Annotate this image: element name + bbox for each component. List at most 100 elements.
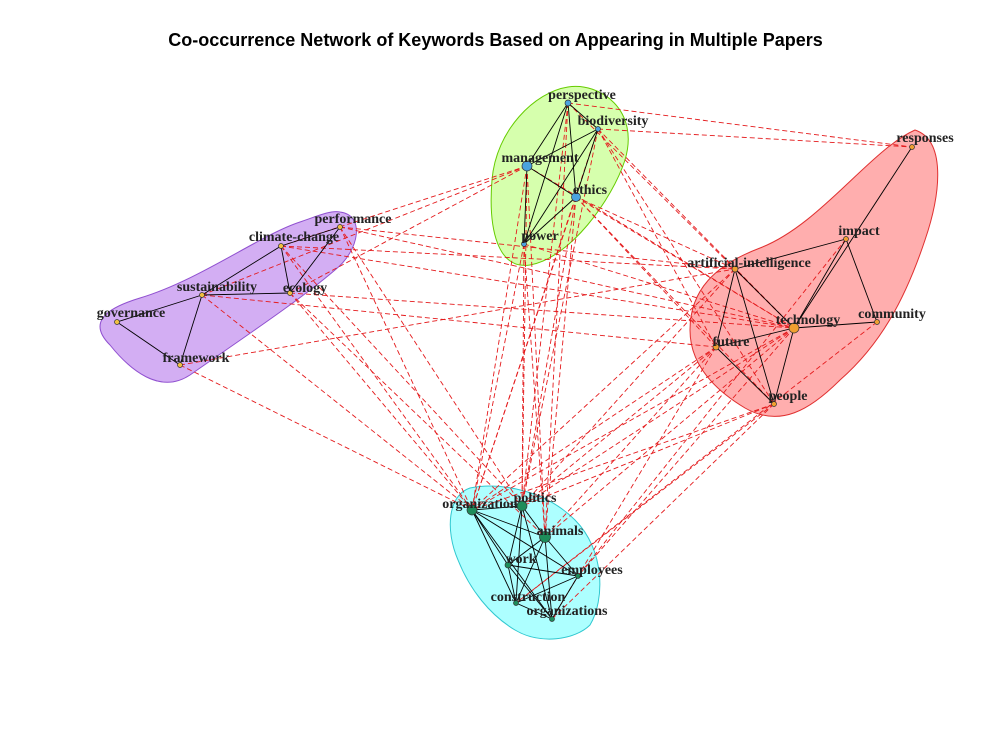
between-edge-ethics-animals [544,196,577,538]
within-edge-ethics-power [523,196,577,245]
between-edge-future-organization [471,346,717,511]
between-edge-management-climate-change [280,165,528,247]
cluster-hull-red [689,129,939,417]
node-artificial-intelligence [731,265,739,273]
node-sustainability [199,292,205,298]
within-edge-organization-work [471,509,509,566]
between-edge-biodiversity-politics [521,128,599,507]
node-management [521,160,533,172]
node-impact [843,236,849,242]
within-edge-work-organizations [507,564,553,620]
cluster-hulls [99,85,939,640]
between-cluster-edges [179,102,913,620]
between-edge-technology-politics [521,327,795,507]
between-edge-artificial-intelligence-politics [521,268,736,507]
node-power [521,241,527,247]
node-label-responses: responses [896,131,954,146]
within-edge-impact-artificial-intelligence [734,238,847,270]
between-edge-management-ecology [289,165,528,294]
within-edge-management-power [523,165,528,245]
within-cluster-edges [116,102,913,620]
node-label-employees: employees [561,563,623,578]
within-edge-artificial-intelligence-technology [734,268,795,329]
between-edge-ecology-animals [289,292,546,538]
node-work [504,561,512,569]
within-edge-politics-construction [515,505,523,604]
node-climate-change [278,243,284,249]
between-edge-technology-animals [544,327,795,538]
between-edge-performance-artificial-intelligence [339,226,736,270]
within-edge-responses-technology [793,146,913,329]
between-edge-technology-employees [577,327,795,577]
node-technology [788,322,800,334]
node-politics [516,500,528,512]
node-label-ecology: ecology [283,281,327,296]
between-edge-ecology-technology [289,292,795,329]
within-edge-animals-work [507,536,546,566]
within-edge-sustainability-ecology [201,292,291,296]
within-edge-future-people [715,346,775,405]
between-edge-sustainability-management [201,165,528,296]
network-labels: perspectivebiodiversitymanagementethicsp… [97,88,954,619]
cluster-hull-purple [99,211,357,383]
between-edge-perspective-responses [567,102,913,148]
within-edge-employees-construction [515,575,579,604]
within-edge-work-construction [507,564,517,604]
within-edge-impact-technology [793,238,847,329]
between-edge-management-politics [521,165,528,507]
between-edge-climate-change-artificial-intelligence [280,245,736,270]
node-label-artificial-intelligence: artificial-intelligence [687,256,811,271]
between-edge-biodiversity-people [597,128,775,405]
within-edge-perspective-ethics [567,102,577,198]
within-edge-performance-ecology [289,226,341,294]
node-label-future: future [712,335,749,350]
between-edge-artificial-intelligence-organization [471,268,736,511]
within-edge-biodiversity-management [526,128,599,167]
within-edge-organization-organizations [471,509,553,620]
between-edge-technology-organization [471,327,795,511]
within-edge-impact-community [845,238,878,323]
node-responses [909,144,915,150]
within-edge-organization-animals [471,509,546,538]
within-edge-perspective-biodiversity [567,102,599,130]
within-edge-governance-framework [116,321,181,366]
within-edge-organization-politics [471,505,523,511]
node-employees [575,573,581,579]
network-nodes [114,99,915,622]
within-edge-sustainability-framework [179,294,203,366]
within-edge-perspective-power [523,102,569,245]
node-label-perspective: perspective [548,88,616,103]
node-label-climate-change: climate-change [249,230,339,245]
within-edge-animals-employees [544,536,579,577]
between-edge-climate-change-organization [280,245,473,511]
node-label-construction: construction [491,590,566,605]
node-governance [114,319,120,325]
node-organizations [549,616,555,622]
within-edge-work-employees [507,564,579,577]
node-community [874,319,880,325]
node-label-technology: technology [776,313,841,328]
node-label-people: people [769,389,808,404]
between-edge-climate-change-politics [280,245,523,507]
node-label-management: management [502,151,579,166]
between-edge-biodiversity-future [597,128,717,348]
within-edge-politics-animals [521,505,546,538]
within-edge-biodiversity-ethics [575,128,599,198]
node-label-framework: framework [163,351,230,366]
within-edge-technology-future [715,327,795,348]
between-edge-future-animals [544,346,717,538]
between-edge-perspective-politics [521,102,569,507]
between-edge-biodiversity-responses [597,128,913,148]
node-future [712,343,720,351]
node-label-impact: impact [838,224,880,239]
node-ethics [571,192,581,202]
between-edge-performance-technology [339,226,795,329]
between-edge-framework-artificial-intelligence [179,268,736,366]
between-edge-ethics-artificial-intelligence [575,196,736,270]
node-label-animals: animals [537,524,584,539]
node-label-governance: governance [97,306,165,321]
node-label-power: power [521,229,558,244]
between-edge-people-organizations [551,403,775,620]
within-edge-management-ethics [526,165,577,198]
node-perspective [564,99,572,107]
